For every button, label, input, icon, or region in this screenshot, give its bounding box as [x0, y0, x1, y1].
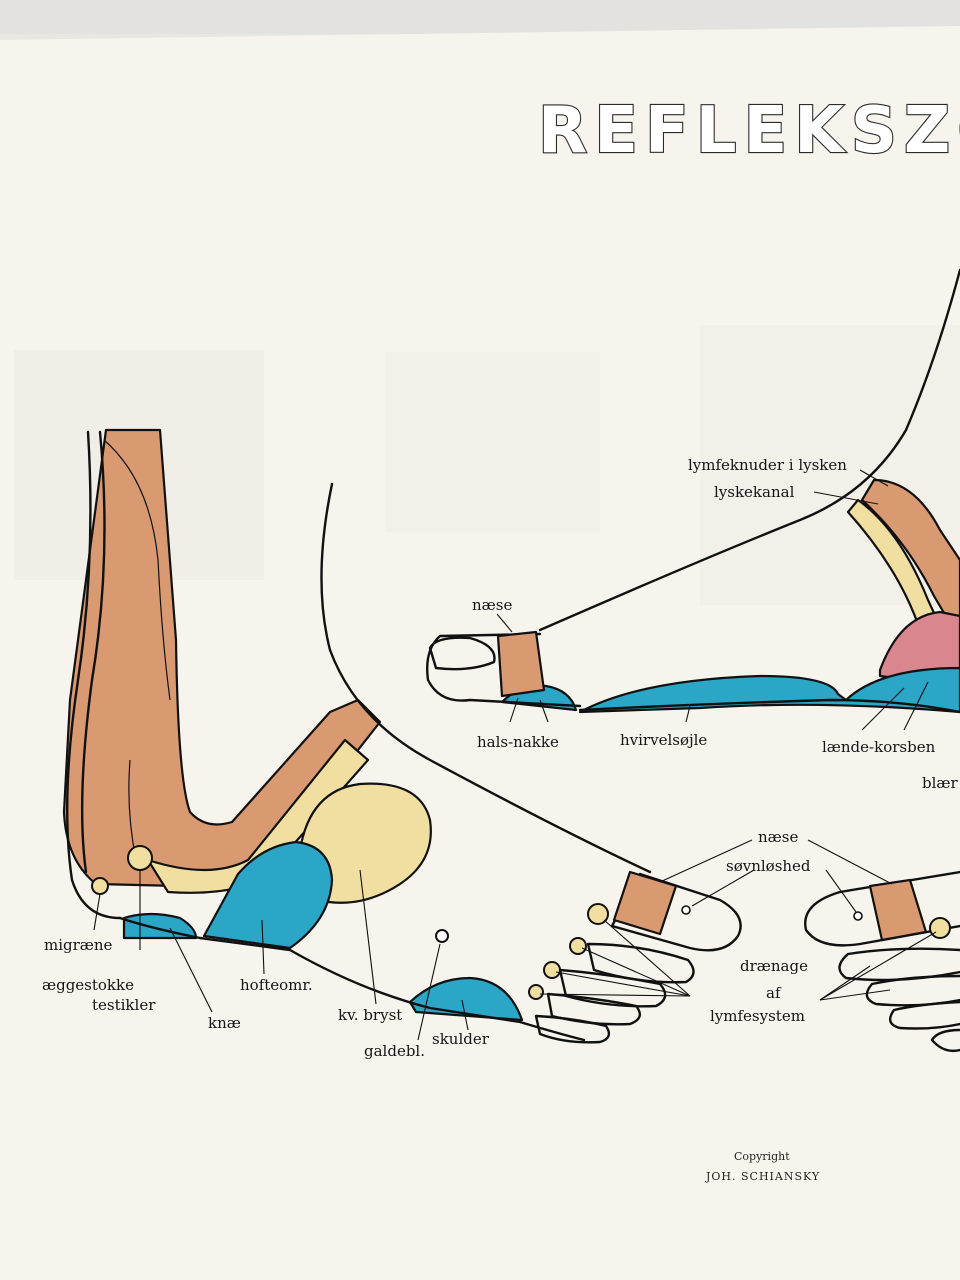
label-blaere: blær	[922, 774, 958, 792]
right-foot-toes	[804, 870, 960, 1053]
leg-outline-outer	[66, 430, 122, 920]
ovary-point	[127, 845, 153, 871]
upper-foot	[426, 268, 960, 714]
page-title: REFLEKSZON	[538, 94, 960, 168]
label-hofteomr: hofteomr.	[240, 976, 313, 994]
label-knae: knæ	[208, 1014, 241, 1032]
lymph-point-3	[543, 961, 561, 979]
labels: lymfeknuder i lysken lyskekanal næse hal…	[42, 456, 958, 1060]
label-hvirvelsojle: hvirvelsøjle	[620, 731, 707, 749]
leader-lines	[93, 469, 937, 1041]
label-draenage: drænage	[740, 957, 808, 975]
label-aeggestokke: æggestokke	[42, 976, 134, 994]
toenail-top	[428, 636, 496, 671]
label-naese-lower: næse	[758, 828, 798, 846]
lymph-point-right	[929, 917, 951, 939]
hip-zone-blue	[202, 840, 334, 950]
leg-front-outline	[320, 482, 652, 874]
insomnia-point-right	[853, 911, 863, 921]
label-kv-bryst: kv. bryst	[338, 1006, 402, 1024]
heel-zone-orange	[62, 428, 382, 888]
paper-sheet	[0, 26, 960, 1280]
nose-zone-right	[868, 878, 928, 942]
sole-outline-top	[578, 698, 960, 714]
zone-line-1	[103, 439, 171, 701]
label-lymfeknuder: lymfeknuder i lysken	[688, 456, 847, 474]
lymph-point-2	[569, 937, 587, 955]
insomnia-point-left	[681, 905, 691, 915]
label-galdebl: galdebl.	[364, 1042, 425, 1060]
label-testikler: testikler	[92, 996, 156, 1014]
label-hals-nakke: hals-nakke	[477, 733, 559, 751]
label-sovnloshed: søvnløshed	[726, 857, 811, 875]
big-toe-left	[610, 872, 742, 952]
label-af: af	[766, 984, 782, 1002]
foot-outline-lower	[118, 916, 586, 1042]
label-skulder: skulder	[432, 1030, 490, 1048]
upper-leg-outline	[538, 268, 960, 632]
lymph-point-4	[528, 984, 544, 1000]
label-migraene: migræne	[44, 936, 113, 954]
gallbladder-point	[435, 929, 449, 943]
label-naese-top: næse	[472, 596, 512, 614]
left-foot	[62, 428, 742, 1044]
nose-zone-top	[496, 630, 546, 698]
copyright-name: JOH. SCHIANSKY	[705, 1170, 820, 1183]
groin-zone-orange	[860, 478, 960, 642]
label-lyskekanal: lyskekanal	[714, 483, 795, 501]
copyright-line: Copyright	[734, 1150, 790, 1163]
migraine-point	[91, 877, 109, 895]
label-laende-korsben: lænde-korsben	[822, 738, 936, 756]
big-toe-right	[804, 870, 960, 947]
label-lymfesystem: lymfesystem	[710, 1007, 805, 1025]
lymph-point-1	[587, 903, 609, 925]
leg-outline-inner	[80, 430, 106, 874]
glass-reflection-mid	[385, 352, 600, 532]
